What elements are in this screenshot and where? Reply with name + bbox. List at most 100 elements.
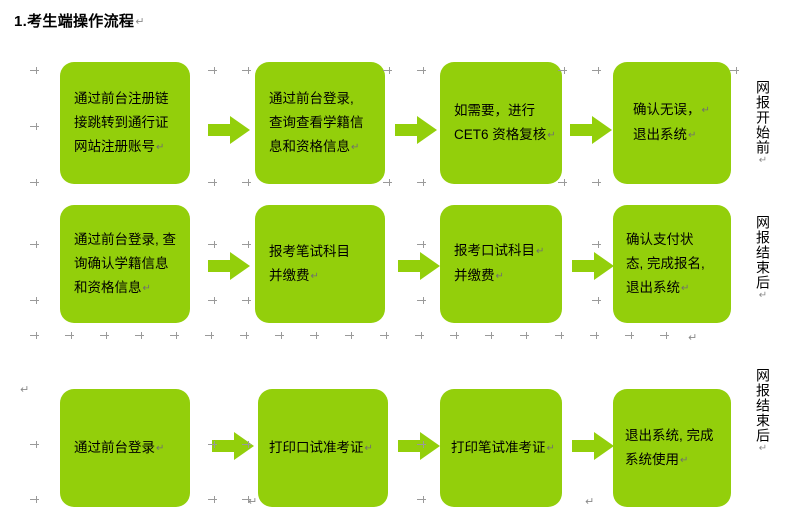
paragraph-mark-icon: ↵ (248, 496, 258, 508)
box-line: 退出系统↵ (626, 279, 690, 295)
canvas-handle-mark (730, 66, 739, 75)
paragraph-mark-icon: ↵ (547, 129, 556, 141)
process-box-r3b2[interactable]: 打印口试准考证↵ (258, 389, 388, 507)
canvas-handle-mark (208, 240, 217, 249)
process-box-r3b4[interactable]: 退出系统, 完成 系统使用↵ (613, 389, 731, 507)
canvas-handle-mark (310, 331, 319, 340)
box-line: CET6 资格复核↵ (454, 126, 556, 142)
process-box-r2b2[interactable]: 报考笔试科目 并缴费↵ (255, 205, 385, 323)
paragraph-mark-icon: ↵ (364, 442, 373, 454)
box-line: 和资格信息↵ (74, 279, 151, 295)
process-box-r2b1[interactable]: 通过前台登录, 查 询确认学籍信息 和资格信息↵ (60, 205, 190, 323)
paragraph-mark-icon: ↵ (758, 290, 768, 301)
box-line: 网站注册账号↵ (74, 138, 165, 154)
canvas-handle-mark (240, 331, 249, 340)
paragraph-mark-icon: ↵ (585, 496, 595, 508)
paragraph-mark-icon: ↵ (680, 454, 689, 466)
box-line: 报考口试科目↵ (454, 243, 545, 258)
box-line: 打印口试准考证↵ (269, 439, 373, 455)
process-box-r1b2[interactable]: 通过前台登录, 查询查看学籍信 息和资格信息↵ (255, 62, 385, 184)
box-line: 查询查看学籍信 (269, 114, 364, 130)
canvas-handle-mark (590, 331, 599, 340)
stage-label-text: 网报结束后 (755, 215, 771, 290)
canvas-handle-mark (30, 495, 39, 504)
box-line: 通过前台登录, 查 (74, 231, 177, 247)
paragraph-mark-icon: ↵ (681, 282, 690, 294)
process-box-r3b1[interactable]: 通过前台登录↵ (60, 389, 190, 507)
canvas-handle-mark (417, 178, 426, 187)
canvas-handle-mark (30, 122, 39, 131)
canvas-handle-mark (242, 495, 251, 504)
canvas-handle-mark (30, 178, 39, 187)
paragraph-mark-icon: ↵ (688, 332, 698, 344)
process-box-r3b3[interactable]: 打印笔试准考证↵ (440, 389, 562, 507)
canvas-handle-mark (30, 296, 39, 305)
page-title-text: 1.考生端操作流程 (14, 13, 135, 30)
flow-arrow-r1-3 (570, 116, 612, 144)
canvas-handle-mark (415, 331, 424, 340)
stage-label-row-3: 网报结束后 ↵ (753, 368, 773, 455)
canvas-handle-mark (558, 66, 567, 75)
box-line: 通过前台注册链 (74, 90, 169, 106)
canvas-handle-mark (558, 178, 567, 187)
canvas-handle-mark (625, 331, 634, 340)
box-line: 确认无误，↵ (633, 102, 710, 117)
process-box-r1b1[interactable]: 通过前台注册链 接跳转到通行证 网站注册账号↵ (60, 62, 190, 184)
box-line: 退出系统, 完成 (625, 427, 714, 443)
box-line: 通过前台登录↵ (74, 439, 165, 455)
canvas-handle-mark (208, 440, 217, 449)
canvas-handle-mark (242, 296, 251, 305)
page-title: 1.考生端操作流程↵ (14, 10, 145, 31)
process-box-r1b3[interactable]: 如需要，进行 CET6 资格复核↵ (440, 62, 562, 184)
canvas-handle-mark (242, 240, 251, 249)
paragraph-mark-icon: ↵ (156, 141, 165, 153)
canvas-handle-mark (275, 331, 284, 340)
flow-arrow-r3-2 (398, 432, 440, 460)
canvas-handle-mark (30, 66, 39, 75)
paragraph-mark-icon: ↵ (351, 141, 360, 153)
box-line: 确认支付状 (626, 231, 694, 247)
canvas-handle-mark (592, 178, 601, 187)
flow-arrow-r2-3 (572, 252, 614, 280)
canvas-handle-mark (30, 240, 39, 249)
canvas-handle-mark (383, 178, 392, 187)
flow-arrow-r1-2 (395, 116, 437, 144)
box-line: 接跳转到通行证 (74, 114, 169, 130)
process-box-r2b3[interactable]: 报考口试科目↵ 并缴费↵ (440, 205, 562, 323)
canvas-handle-mark (30, 331, 39, 340)
paragraph-mark-icon: ↵ (156, 442, 165, 454)
process-box-r1b4[interactable]: 确认无误，↵ 退出系统↵ (613, 62, 731, 184)
stage-label-row-2: 网报结束后 ↵ (753, 215, 773, 302)
canvas-handle-mark (555, 331, 564, 340)
canvas-handle-mark (208, 178, 217, 187)
box-line: 通过前台登录, (269, 90, 354, 106)
canvas-handle-mark (592, 66, 601, 75)
canvas-handle-mark (205, 331, 214, 340)
canvas-handle-mark (417, 296, 426, 305)
canvas-handle-mark (170, 331, 179, 340)
paragraph-mark-icon: ↵ (310, 270, 319, 282)
canvas-handle-mark (485, 331, 494, 340)
paragraph-mark-icon: ↵ (495, 271, 504, 282)
paragraph-mark-icon: ↵ (536, 246, 545, 257)
canvas-handle-mark (660, 331, 669, 340)
paragraph-mark-icon: ↵ (142, 282, 151, 294)
canvas-handle-mark (592, 296, 601, 305)
box-line: 报考笔试科目 (269, 243, 350, 259)
stage-label-row-1: 网报开始前 ↵ (753, 80, 773, 167)
process-box-r2b4[interactable]: 确认支付状 态, 完成报名, 退出系统↵ (613, 205, 731, 323)
box-line: 并缴费↵ (454, 268, 504, 283)
canvas-handle-mark (417, 440, 426, 449)
box-line: 并缴费↵ (269, 267, 319, 283)
canvas-handle-mark (242, 440, 251, 449)
paragraph-mark-icon: ↵ (20, 384, 30, 396)
paragraph-mark-icon: ↵ (135, 16, 145, 28)
paragraph-mark-icon: ↵ (688, 130, 697, 141)
canvas-handle-mark (208, 296, 217, 305)
stage-label-text: 网报开始前 (755, 80, 771, 155)
canvas-handle-mark (208, 495, 217, 504)
paragraph-mark-icon: ↵ (758, 155, 768, 166)
canvas-handle-mark (345, 331, 354, 340)
canvas-handle-mark (520, 331, 529, 340)
